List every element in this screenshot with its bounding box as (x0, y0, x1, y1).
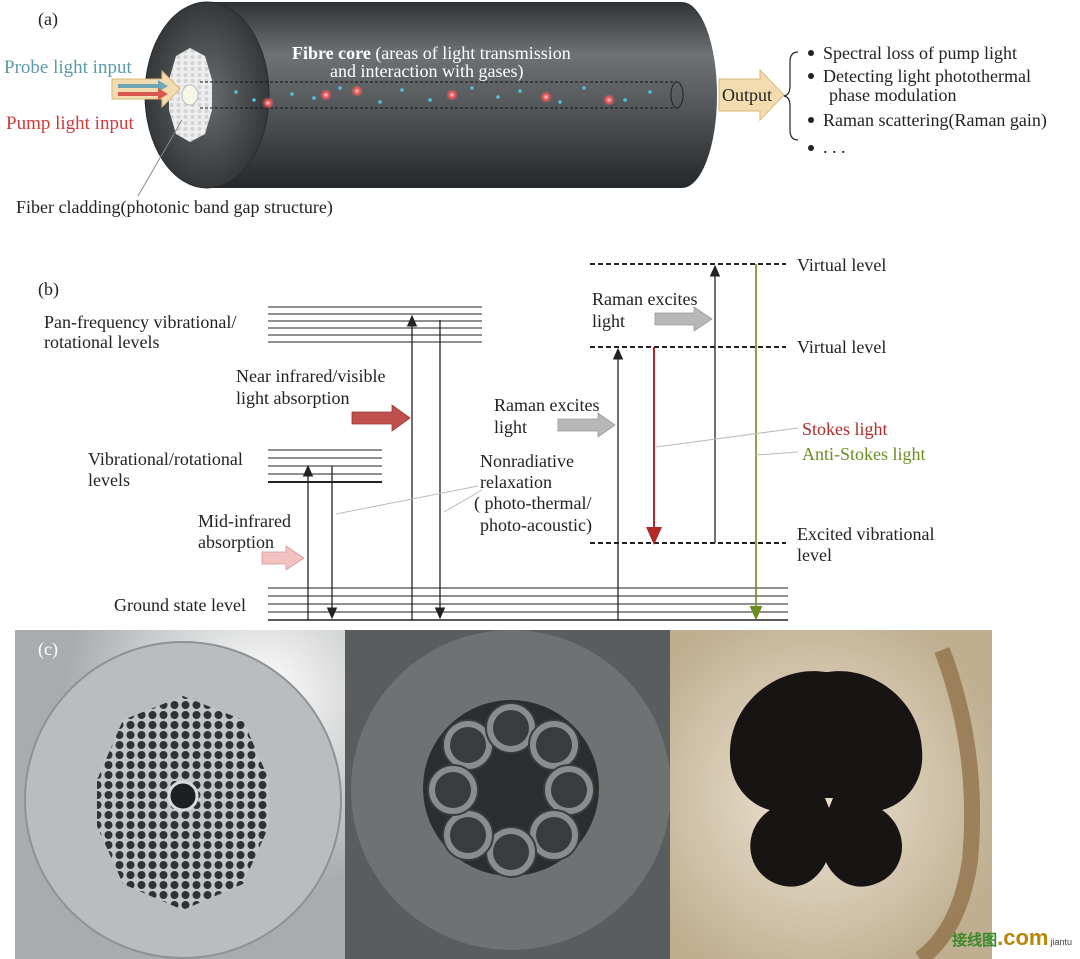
raman-light-arrow-1 (557, 412, 616, 438)
watermark-small: jiantu (1050, 937, 1072, 947)
nonrad-leader-1 (335, 485, 479, 515)
fiber-body (207, 2, 717, 188)
output-item-2-line2: phase modulation (829, 85, 957, 105)
mid-ir-label-1: Mid-infrared (198, 511, 291, 531)
panel-a-label: (a) (38, 9, 58, 29)
output-arrow (718, 68, 785, 122)
raman-right-label-1: Raman excites (592, 289, 698, 309)
energy-diagram (268, 263, 799, 621)
probe-input-label: Probe light input (4, 57, 132, 78)
vib-levels-label-2: levels (88, 470, 130, 490)
input-arrow (111, 69, 181, 109)
nonrad-label-4: photo-acoustic) (480, 515, 592, 535)
micrograph-3 (670, 630, 992, 959)
virtual-level-top-label: Virtual level (797, 255, 887, 275)
diagram-canvas (111, 1, 814, 621)
nonrad-label-1: Nonradiative (480, 451, 574, 471)
mid-ir-label-2: absorption (198, 532, 274, 552)
output-bullets (808, 50, 814, 151)
core-title-line2: and interaction with gases) (330, 61, 524, 81)
raman-right-label-2: light (592, 311, 626, 331)
vib-levels-label-1: Vibrational/rotational (88, 449, 243, 469)
nir-label-1: Near infrared/visible (236, 366, 386, 386)
nonrad-label-3: ( photo-thermal/ (474, 493, 592, 513)
raman-light-arrow-2 (654, 306, 713, 332)
stokes-leader (655, 427, 799, 448)
panel-b-label: (b) (38, 279, 59, 299)
nonrad-leader-2 (443, 489, 483, 513)
raman-left-label-2: light (494, 417, 528, 437)
excited-label-1: Excited vibrational (797, 524, 935, 544)
cladding-label: Fiber cladding(photonic band gap structu… (16, 197, 333, 217)
watermark-text: 接线图 (952, 932, 998, 949)
core-title: Fibre core (areas of light transmission (292, 44, 571, 62)
micrograph-2 (345, 630, 670, 959)
output-item-1: Spectral loss of pump light (823, 43, 1017, 63)
nir-light-arrow (351, 404, 411, 432)
nonrad-label-2: relaxation (480, 472, 552, 492)
pump-input-label: Pump light input (6, 113, 134, 134)
fiber-illustration (111, 1, 814, 197)
cladding-leader (137, 119, 183, 197)
vibrational-level-lines (268, 449, 382, 483)
excited-label-2: level (797, 545, 832, 565)
output-brace (783, 51, 799, 141)
probe-beam (118, 80, 168, 92)
output-item-3: Raman scattering(Raman gain) (823, 110, 1047, 130)
core-title-bold: Fibre core (292, 43, 371, 63)
micrograph-1 (15, 630, 345, 959)
watermark-dot-com: .com (997, 925, 1049, 950)
stokes-label: Stokes light (802, 419, 888, 439)
pump-beam (118, 88, 168, 100)
anti-stokes-leader (755, 451, 799, 456)
ground-label: Ground state level (114, 595, 246, 615)
output-label: Output (722, 85, 773, 105)
raman-left-label-1: Raman excites (494, 395, 600, 415)
output-item-4: . . . (823, 137, 846, 157)
hollow-core (181, 84, 199, 106)
pan-levels-label-1: Pan-frequency vibrational/ (44, 312, 237, 332)
output-item-2: Detecting light photothermal (823, 66, 1031, 86)
pan-levels-label-2: rotational levels (44, 332, 160, 352)
anti-stokes-label: Anti-Stokes light (802, 444, 926, 464)
gas-molecules (234, 85, 652, 109)
mid-ir-light-arrow (261, 545, 305, 571)
panel-c-label: (c) (38, 639, 58, 659)
core-title-rest: (areas of light transmission (370, 43, 571, 63)
ground-level-lines (268, 587, 788, 621)
pan-frequency-level-lines (268, 306, 482, 343)
nir-label-2: light absorption (236, 388, 350, 408)
virtual-level-mid-label: Virtual level (797, 337, 887, 357)
